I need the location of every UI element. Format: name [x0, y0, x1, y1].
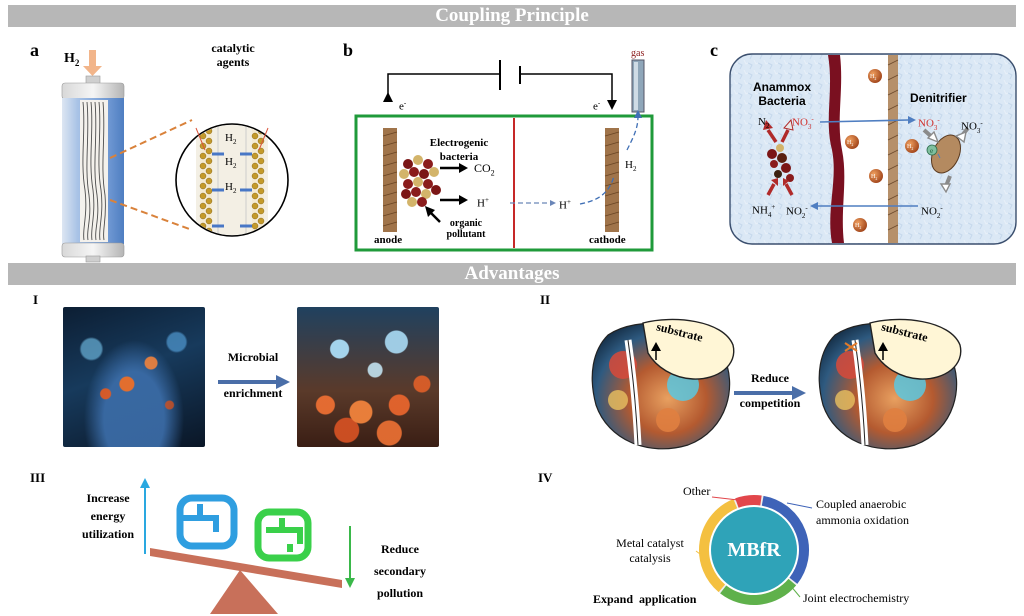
reduce-competition-label-top: Reduce [751, 371, 789, 385]
h2-ball-label-3: H2 [871, 174, 878, 182]
h2-ball-label-5: H2 [855, 223, 862, 231]
co2-label: CO2 [474, 161, 495, 178]
denitrifier-no3-label: NO3- [961, 119, 983, 135]
competition-before-diagram [591, 318, 735, 450]
panel-b-letter: b [343, 40, 354, 60]
mbfr-joint-electrochemistry-label: Joint electrochemistry [803, 591, 910, 605]
adv-iv-roman: IV [538, 470, 553, 485]
denitrifier-no2-label: NO2- [921, 204, 943, 220]
anammox-no3-label: NO3- [792, 115, 814, 131]
cathode-h2-label: H2 [625, 159, 637, 174]
ring-segment-metal [699, 499, 738, 593]
anammox-denitrifier-diagram [729, 53, 1017, 245]
mbfr-center-label: MBfR [727, 539, 781, 561]
adv-i-roman: I [33, 292, 39, 307]
gas-label: gas [631, 48, 645, 59]
reduce-competition-label-bottom: competition [739, 396, 801, 410]
denitrifier-label: Denitrifier [910, 91, 967, 105]
microbes-before-image [63, 307, 205, 447]
h2-ball-label-4: H2 [907, 144, 914, 152]
reduce-competition-arrow [734, 386, 806, 400]
membrane-module-diagram [61, 50, 289, 263]
panel-c-letter: c [710, 40, 718, 60]
electron-label-c: e [930, 147, 934, 155]
advantages-header: Advantages [8, 263, 1016, 285]
balance-seesaw-diagram [140, 478, 355, 614]
microbial-enrichment-label-top: Microbial [227, 350, 279, 364]
h2-ball-label-1: H2 [870, 74, 877, 82]
mbfr-application-ring: MBfR [699, 495, 809, 605]
mbfr-center-disc [711, 507, 797, 593]
cathode-hplus-label: H+ [559, 198, 571, 212]
microbes-after-image [297, 307, 439, 447]
bioelectrochemical-cell-diagram [354, 59, 654, 252]
ring-segment-other [735, 495, 762, 508]
adv-ii-roman: II [540, 292, 551, 307]
panel-a-h2-label: H2 [64, 51, 80, 68]
cathode-electron-label: e- [593, 99, 601, 113]
n2-label: N2 [758, 116, 770, 131]
anode-hplus-label: H+ [477, 196, 489, 210]
cathode-label: cathode [589, 234, 626, 246]
anammox-no2-label: NO2- [786, 204, 808, 220]
nh4-label: NH4+ [752, 203, 776, 219]
denitrifier-no3-red-label: NO3- [918, 116, 940, 132]
anode-label: anode [374, 234, 403, 246]
zoom-h2-label-2: H2 [225, 156, 237, 171]
microbial-enrichment-arrow [218, 375, 290, 389]
competition-after-diagram [818, 318, 962, 450]
zoom-h2-label-3: H2 [225, 181, 237, 196]
adv-iii-roman: III [30, 470, 46, 485]
expand-application-label: Expand application [593, 592, 697, 606]
microbial-enrichment-label-bottom: enrichment [223, 386, 283, 400]
panel-a-letter: a [30, 40, 39, 60]
zoom-h2-label-1: H2 [225, 132, 237, 147]
mbfr-other-label: Other [683, 484, 711, 498]
h2-ball-label-2: H2 [847, 140, 854, 148]
anode-electron-label: e- [399, 99, 407, 113]
ring-segment-coupled [761, 495, 809, 584]
ring-segment-joint [720, 578, 797, 605]
coupling-principle-header: Coupling Principle [8, 5, 1016, 27]
